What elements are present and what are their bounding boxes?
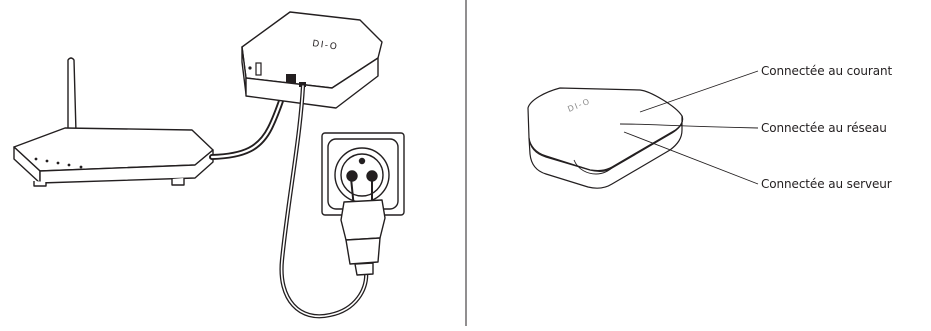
router-foot xyxy=(171,178,185,186)
power-plug xyxy=(340,170,386,276)
router-status-leds xyxy=(34,157,83,169)
leader-line-network xyxy=(619,123,759,129)
router-foot xyxy=(33,181,47,187)
router-body-top xyxy=(13,127,214,172)
label-server: Connectée au serveur xyxy=(761,177,892,191)
hub-logo-left: DI-O xyxy=(312,39,339,53)
hub-side-large xyxy=(528,115,684,189)
router xyxy=(13,57,214,187)
label-network: Connectée au réseau xyxy=(761,121,887,135)
hub-device xyxy=(241,11,383,109)
leader-line-power xyxy=(639,70,759,113)
wall-socket xyxy=(321,132,405,216)
label-power: Connectée au courant xyxy=(761,64,893,78)
router-antenna xyxy=(67,57,77,133)
leader-line-server xyxy=(623,131,759,185)
hub-led-diagram xyxy=(527,87,684,189)
leader-lines xyxy=(619,70,759,185)
hub-front xyxy=(245,57,379,109)
